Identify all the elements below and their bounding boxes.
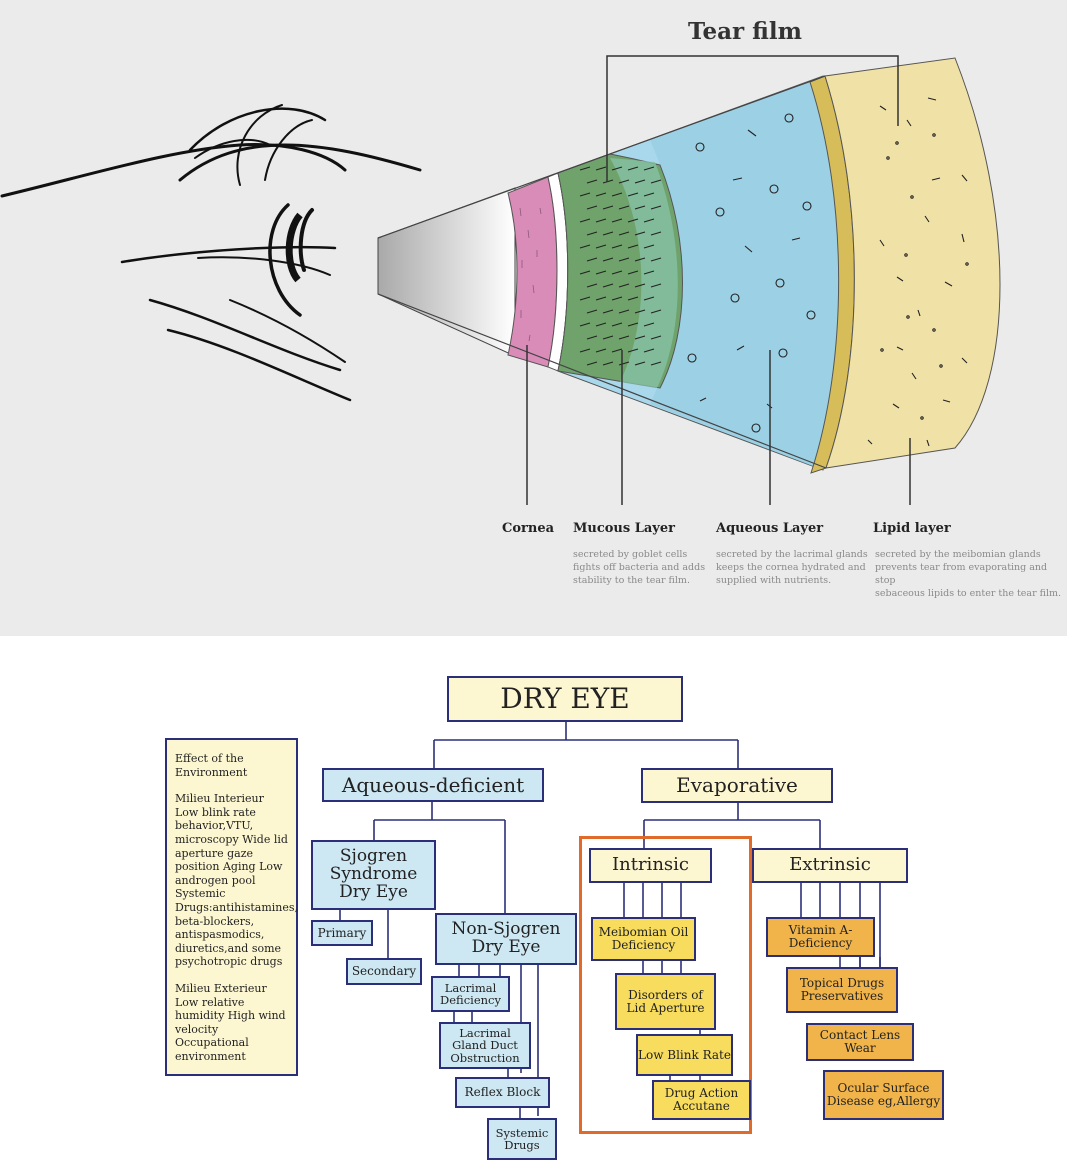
- secondary-node: Secondary: [346, 958, 422, 985]
- mucous-texture: [579, 166, 662, 366]
- lipid-texture: [867, 97, 969, 447]
- drug-action-accutane-node: Drug Action Accutane: [652, 1080, 751, 1120]
- disorders-of-lid-aperture-node: Disorders of Lid Aperture: [615, 973, 716, 1030]
- tear-film-panel: Tear film Cornea Mucous Layer Aqueous La…: [0, 0, 1067, 636]
- vitamin-a-deficiency-node: Vitamin A-Deficiency: [766, 917, 875, 957]
- cornea-texture: [519, 207, 542, 342]
- contact-lens-wear-node: Contact Lens Wear: [806, 1023, 914, 1061]
- flowchart-connectors: [339, 722, 881, 1118]
- aqueous-layer-description: secreted by the lacrimal glands keeps th…: [716, 549, 868, 586]
- dry-eye-title: DRY EYE: [447, 676, 683, 722]
- extrinsic-node: Extrinsic: [752, 848, 908, 883]
- environment-effects-box: Effect of the Environment Milieu Interie…: [165, 738, 298, 1076]
- intrinsic-node: Intrinsic: [589, 848, 712, 883]
- tear-film-illustration: [0, 55, 1001, 505]
- mucous-layer-description: secreted by goblet cells fights off bact…: [573, 549, 706, 586]
- aqueous-texture: [687, 113, 816, 433]
- lipid-layer-label: Lipid layer: [873, 521, 951, 536]
- lacrimal-gland-duct-obstruction-node: Lacrimal Gland Duct Obstruction: [439, 1022, 531, 1069]
- cornea-label: Cornea: [502, 521, 555, 536]
- primary-node: Primary: [311, 920, 373, 946]
- reflex-block-node: Reflex Block: [455, 1077, 550, 1108]
- lipid-layer-description: secreted by the meibomian glands prevent…: [875, 549, 1062, 599]
- low-blink-rate-node: Low Blink Rate: [636, 1034, 733, 1076]
- systemic-drugs-node: Systemic Drugs: [487, 1118, 557, 1160]
- aqueous-deficient-node: Aqueous-deficient: [322, 768, 544, 802]
- ocular-surface-disease-node: Ocular Surface Disease eg,Allergy: [823, 1070, 944, 1120]
- evaporative-node: Evaporative: [641, 768, 833, 803]
- eye-drawing: [0, 104, 422, 402]
- dry-eye-flowchart: DRY EYE Effect of the Environment Milieu…: [0, 636, 1067, 1165]
- non-sjogren-node: Non-Sjogren Dry Eye: [435, 913, 577, 965]
- intrinsic-highlight-frame: [579, 836, 752, 1134]
- aqueous-layer-label: Aqueous Layer: [716, 521, 824, 536]
- sjogren-syndrome-node: Sjogren Syndrome Dry Eye: [311, 840, 436, 910]
- leader-lines: [526, 55, 911, 505]
- topical-drugs-preservatives-node: Topical Drugs Preservatives: [786, 967, 898, 1013]
- lacrimal-deficiency-node: Lacrimal Deficiency: [431, 976, 510, 1012]
- meibomian-oil-deficiency-node: Meibomian Oil Deficiency: [591, 917, 696, 961]
- mucous-layer-label: Mucous Layer: [573, 521, 675, 536]
- tear-film-title: Tear film: [688, 18, 802, 45]
